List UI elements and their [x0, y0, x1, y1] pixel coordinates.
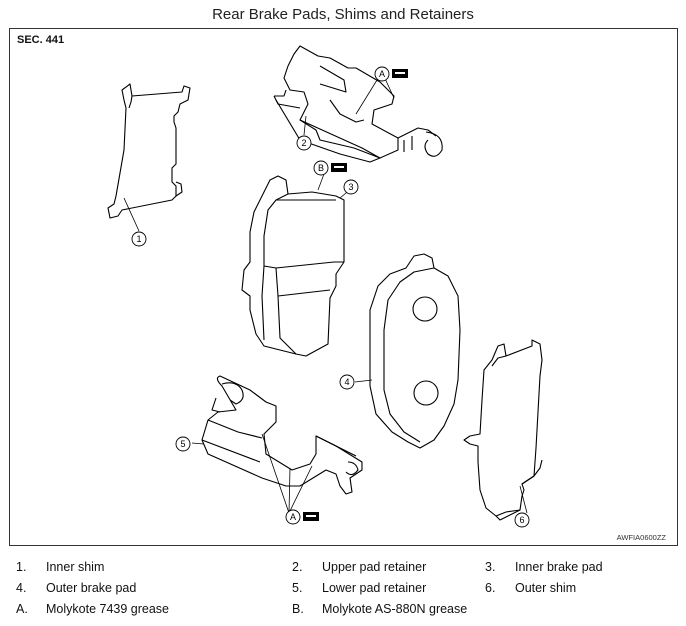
callout-3-label: 3: [348, 182, 353, 192]
legend-item: 2.Upper pad retainer: [292, 560, 427, 574]
grease-icon: [331, 163, 347, 172]
callout-circles: [131, 66, 530, 528]
callout-1-label: 1: [136, 234, 141, 244]
callout-5-label: 5: [180, 439, 185, 449]
grease-icon: [392, 69, 408, 78]
callout-2-label: 2: [301, 138, 306, 148]
callout-6-label: 6: [519, 515, 524, 525]
callout-4-label: 4: [344, 377, 349, 387]
grease-icon: [303, 512, 319, 521]
grease-symbols: [303, 69, 408, 521]
inner-shim: [107, 83, 191, 219]
inner-brake-pad: [241, 175, 345, 357]
legend-item: 4.Outer brake pad: [16, 581, 137, 595]
legend-item: 5.Lower pad retainer: [292, 581, 427, 595]
callout-a-upper-label: A: [379, 69, 385, 79]
outer-brake-pad: [369, 253, 461, 449]
lower-pad-retainer: [201, 375, 363, 495]
legend-item: 1.Inner shim: [16, 560, 105, 574]
legend-item: 6.Outer shim: [485, 581, 577, 595]
legend-item: B.Molykote AS-880N grease: [292, 602, 468, 616]
diagram-title: Rear Brake Pads, Shims and Retainers: [212, 6, 474, 23]
callout-a-lower-label: A: [290, 512, 296, 522]
figure-code: AWFIA0600ZZ: [616, 533, 666, 542]
section-label: SEC. 441: [17, 34, 65, 46]
legend-item: A.Molykote 7439 grease: [16, 602, 169, 616]
diagram-frame: [9, 28, 678, 546]
callout-b-label: B: [318, 163, 324, 173]
legend-item: 3.Inner brake pad: [485, 560, 603, 574]
outer-shim: [463, 339, 543, 521]
